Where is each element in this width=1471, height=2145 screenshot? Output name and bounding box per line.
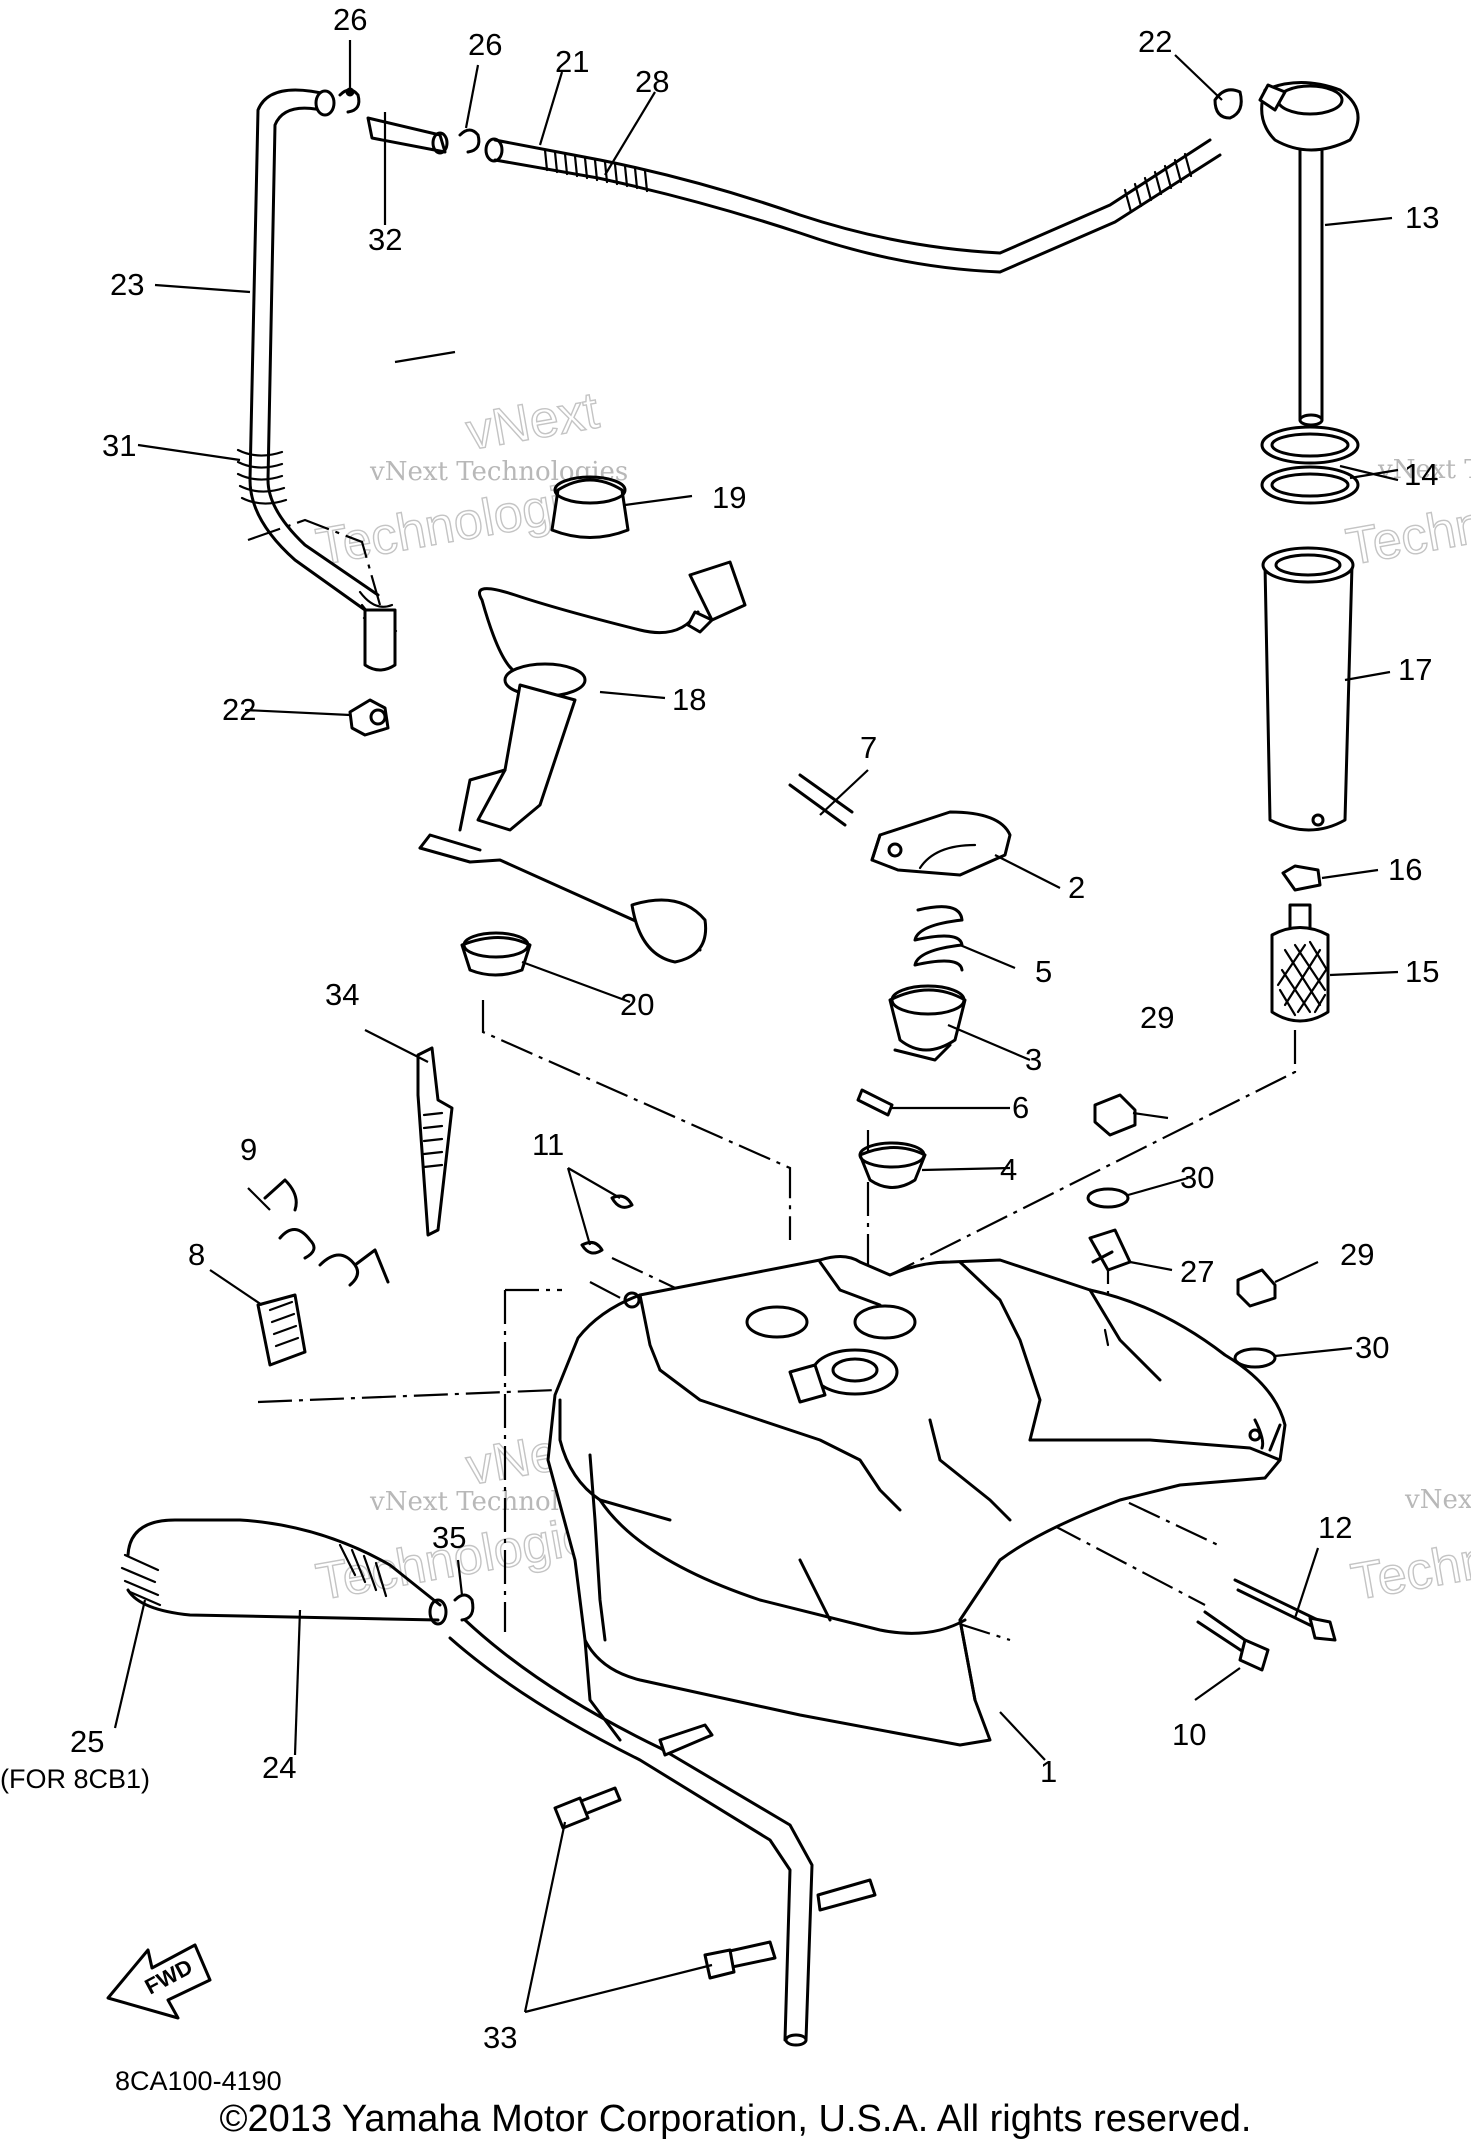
callout-4: 4 [1000,1152,1017,1187]
callout-10: 10 [1172,1717,1206,1752]
callout-3: 3 [1025,1042,1042,1077]
callout-5: 5 [1035,954,1052,989]
callout-20: 20 [620,987,654,1022]
callout-14: 14 [1404,457,1438,492]
callout-24: 24 [262,1750,296,1785]
hose-21-28 [484,137,1222,274]
callout-19: 19 [712,480,746,515]
callout-25: 25 [70,1724,104,1759]
callout-33: 33 [483,2020,517,2055]
callout-22: 22 [1138,24,1172,59]
fwd-arrow: FWD [106,1943,212,2020]
callout-28: 28 [635,64,669,99]
part-25-note: (FOR 8CB1) [0,1764,150,1794]
callout-8: 8 [188,1237,205,1272]
callout-27: 27 [1180,1254,1214,1289]
watermark-text: Technologies [1347,1502,1471,1612]
leader-lines [113,40,1399,2014]
watermark-text: vNext Technologies [1404,1485,1471,1515]
callout-35: 35 [432,1520,466,1555]
cable-ties [553,1723,877,1980]
callout-6: 6 [1012,1090,1029,1125]
callout-22: 22 [222,692,256,727]
grommet [460,931,532,977]
callout-2: 2 [1068,870,1085,905]
callout-21: 21 [555,44,589,79]
callout-12: 12 [1318,1510,1352,1545]
callout-17: 17 [1398,652,1432,687]
nuts-and-washers [1086,1093,1277,1369]
lower-hose [120,1518,814,2047]
callout-32: 32 [368,222,402,257]
clips-and-pipe [338,87,481,155]
callout-29: 29 [1340,1237,1374,1272]
callout-26: 26 [333,2,367,37]
callout-30: 30 [1355,1330,1389,1365]
callout-numbers: 26 26 21 28 22 13 14 17 16 15 19 18 22 2… [0,2,1439,2096]
callout-26: 26 [468,27,502,62]
callout-16: 16 [1388,852,1422,887]
hose-23-31 [236,88,398,672]
callout-34: 34 [325,977,359,1012]
callout-13: 13 [1405,200,1439,235]
fuel-tank [546,1255,1287,1747]
right-fuel-components [1213,81,1360,1023]
watermark-text: vNext [462,382,604,462]
callout-18: 18 [672,682,706,717]
springs-and-tie [256,1046,634,1367]
callout-30: 30 [1180,1160,1214,1195]
callout-7: 7 [860,730,877,765]
diagram-code: 8CA100-4190 [115,2066,282,2096]
copyright-notice: ©2013 Yamaha Motor Corporation, U.S.A. A… [219,2098,1252,2140]
callout-1: 1 [1040,1754,1057,1789]
callout-31: 31 [102,428,136,463]
callout-11: 11 [532,1127,564,1162]
callout-15: 15 [1405,954,1439,989]
bolts [1196,1578,1337,1672]
fuel-sender [418,560,747,964]
callout-9: 9 [240,1132,257,1167]
cap [550,475,630,539]
callout-29: 29 [1140,1000,1174,1035]
callout-23: 23 [110,267,144,302]
cap-lock-assembly [788,773,1012,1189]
lower-clamp [348,698,390,737]
